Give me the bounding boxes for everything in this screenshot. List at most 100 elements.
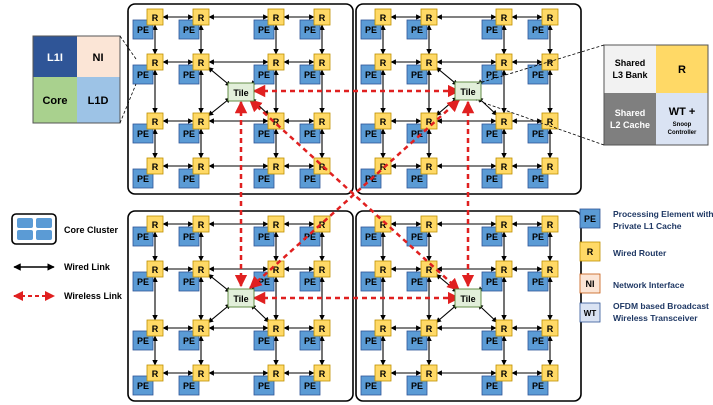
svg-text:PE: PE [137,232,149,242]
svg-text:PE: PE [183,25,195,35]
svg-text:PE: PE [183,277,195,287]
wired-router: R [192,260,210,278]
svg-text:R: R [380,265,387,275]
wired-router: R [495,260,513,278]
svg-text:R: R [152,220,159,230]
wired-router: R [420,260,438,278]
wired-router: R [541,8,559,26]
svg-text:WT +: WT + [669,106,696,118]
wired-router: R [313,364,331,382]
ni-legend-icon [579,273,601,294]
svg-text:R: R [587,247,594,257]
svg-text:Shared: Shared [615,108,646,118]
cache-detail: Shared L3 Bank R Shared L2 Cache WT + Sn… [475,44,709,146]
svg-text:R: R [380,13,387,23]
wired-router: R [541,364,559,382]
svg-text:PE: PE [532,70,544,80]
wt-snoop-block [656,93,708,145]
wired-router: R [495,112,513,130]
tile: Tile [454,288,482,308]
wired-router: R [374,364,392,382]
svg-text:Tile: Tile [460,87,475,97]
svg-text:PE: PE [183,174,195,184]
svg-text:PE: PE [137,174,149,184]
svg-text:L3 Bank: L3 Bank [612,70,648,80]
wired-router: R [420,364,438,382]
svg-text:WT: WT [584,309,597,318]
legend-right: PE Processing Element with Private L1 Ca… [579,208,713,323]
wired-router: R [495,53,513,71]
svg-text:R: R [547,324,554,334]
svg-text:R: R [501,220,508,230]
wired-link-label: Wired Link [64,262,111,272]
svg-text:PE: PE [584,214,596,224]
wt-legend-icon [579,302,601,323]
wireless-link-label: Wireless Link [64,291,123,301]
svg-text:PE: PE [411,70,423,80]
svg-text:NI: NI [586,279,595,289]
svg-text:R: R [198,369,205,379]
wired-router: R [374,260,392,278]
wired-router: R [146,260,164,278]
svg-text:PE: PE [411,129,423,139]
wired-router: R [313,53,331,71]
svg-text:R: R [547,369,554,379]
pe-legend-icon [579,208,601,229]
tile: Tile [227,82,255,102]
svg-text:R: R [273,162,280,172]
svg-text:R: R [426,369,433,379]
wired-router: R [374,215,392,233]
ni-block [77,36,120,77]
svg-text:PE: PE [258,232,270,242]
wireless-link-diagonal-2 [249,99,460,289]
wired-router: R [420,8,438,26]
wired-router: R [313,260,331,278]
wired-router: R [192,215,210,233]
l1d-label: L1D [88,95,109,107]
l3-bank-block [604,45,656,93]
svg-text:PE: PE [411,25,423,35]
wired-link [435,303,459,323]
svg-text:R: R [426,324,433,334]
svg-text:Shared: Shared [615,58,646,68]
svg-text:PE: PE [365,129,377,139]
wired-link [207,303,232,324]
svg-text:PE: PE [258,129,270,139]
wired-router: R [420,157,438,175]
wired-router: R [146,319,164,337]
svg-text:PE: PE [137,277,149,287]
wired-router: R [146,112,164,130]
cache-router-block [656,45,708,93]
svg-text:PE: PE [532,336,544,346]
svg-text:R: R [501,58,508,68]
svg-text:PE: PE [486,25,498,35]
svg-text:R: R [501,13,508,23]
wired-router: R [267,8,285,26]
svg-text:R: R [380,324,387,334]
svg-text:PE: PE [183,381,195,391]
wired-router: R [267,157,285,175]
svg-text:R: R [501,369,508,379]
wired-router: R [495,364,513,382]
svg-text:R: R [547,58,554,68]
wired-router: R [541,157,559,175]
wired-link [207,97,231,117]
wired-router: R [146,53,164,71]
wired-router: R [313,8,331,26]
svg-text:PE: PE [532,232,544,242]
svg-text:PE: PE [532,129,544,139]
svg-text:R: R [198,117,205,127]
core-cluster-label: Core Cluster [64,225,119,235]
svg-text:PE: PE [532,381,544,391]
svg-text:PE: PE [258,70,270,80]
wired-router: R [267,215,285,233]
svg-text:R: R [501,265,508,275]
svg-text:R: R [501,162,508,172]
svg-text:PE: PE [137,129,149,139]
svg-text:PE: PE [365,277,377,287]
wired-router: R [420,53,438,71]
svg-text:R: R [198,162,205,172]
svg-text:R: R [198,324,205,334]
svg-text:PE: PE [411,174,423,184]
